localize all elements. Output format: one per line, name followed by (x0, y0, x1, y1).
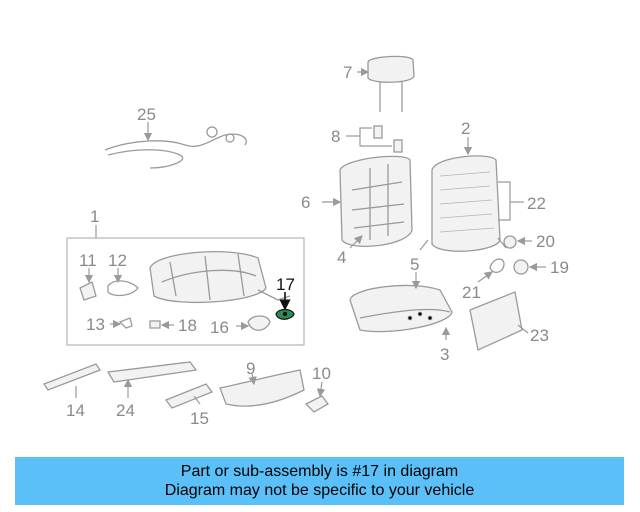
back-panel-part (469, 291, 529, 351)
side-cover-part (219, 369, 329, 413)
seatback-cover-part (322, 155, 413, 249)
rail-trim-parts (43, 361, 214, 409)
callout-18: 18 (178, 316, 197, 335)
callout-10: 10 (312, 364, 331, 383)
callout-8: 8 (331, 127, 340, 146)
seat-parts-diagram: 1 2 3 4 5 6 7 8 9 10 11 12 13 14 15 16 1… (43, 55, 569, 428)
callout-12: 12 (108, 251, 127, 270)
callout-9: 9 (246, 359, 255, 378)
callout-22: 22 (527, 194, 546, 213)
callout-20: 20 (536, 232, 555, 251)
banner-line-part-number: Part or sub-assembly is #17 in diagram (180, 463, 459, 480)
callout-25: 25 (137, 105, 156, 124)
small-hardware-parts (110, 315, 271, 331)
callout-24: 24 (116, 401, 135, 420)
callout-2: 2 (461, 119, 470, 138)
callout-5: 5 (410, 255, 419, 274)
callout-4: 4 (337, 248, 346, 267)
wire-harness-part (104, 122, 247, 169)
seatback-frame-part (419, 137, 524, 252)
callout-7: 7 (343, 63, 352, 82)
callout-21: 21 (462, 283, 481, 302)
trim-clips-part (477, 235, 546, 283)
lever-parts (79, 268, 139, 301)
info-banner: Part or sub-assembly is #17 in diagram D… (15, 457, 624, 505)
seat-cushion-part (349, 272, 453, 340)
headrest-part (357, 55, 415, 112)
callout-17: 17 (276, 275, 295, 294)
banner-line-disclaimer: Diagram may not be specific to your vehi… (164, 482, 475, 499)
callout-1: 1 (90, 207, 99, 226)
callout-6: 6 (301, 193, 310, 212)
callout-14: 14 (66, 401, 85, 420)
callout-16: 16 (210, 318, 229, 337)
callout-3: 3 (440, 345, 449, 364)
callout-23: 23 (530, 326, 549, 345)
seat-frame-part (149, 251, 291, 304)
callout-15: 15 (190, 409, 209, 428)
sub-assembly-box (66, 237, 305, 346)
callout-11: 11 (79, 251, 97, 270)
callout-13: 13 (86, 315, 105, 334)
headrest-guide-part (346, 125, 403, 153)
callout-19: 19 (550, 258, 569, 277)
highlighted-part-17 (275, 292, 295, 320)
